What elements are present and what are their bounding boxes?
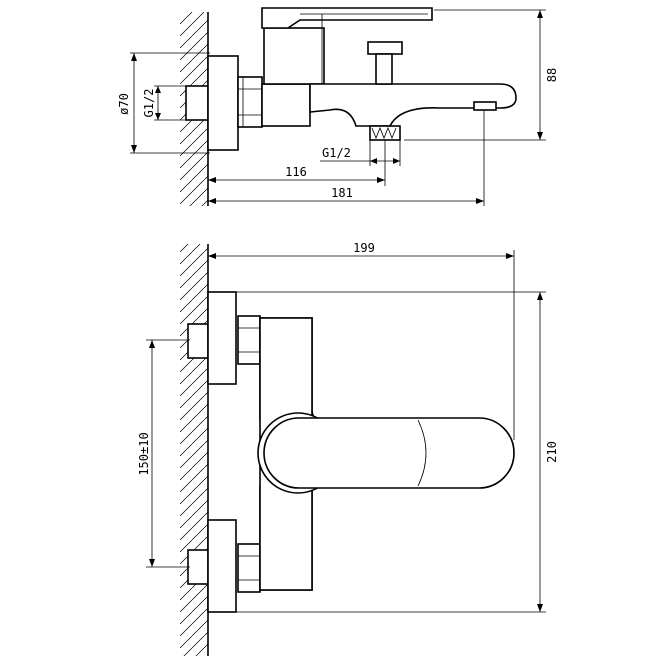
dim-inlet-thread-label: G1/2	[142, 89, 156, 118]
front-view: 199 210 150±10	[137, 241, 559, 656]
side-escutcheon	[207, 55, 239, 151]
side-diverter-knob	[367, 41, 403, 85]
dim-inlet-spacing: 150±10	[137, 339, 190, 568]
dim-inlet-thread: G1/2	[142, 85, 190, 121]
side-hex-nut	[237, 76, 263, 128]
dim-front-height: 210	[236, 291, 559, 613]
side-spout-aerator	[473, 101, 497, 111]
side-lever-handle	[261, 7, 433, 84]
dim-wall-diameter-label: ø70	[117, 93, 131, 115]
dim-depth-outlet: 116	[207, 140, 386, 206]
front-wall-hatch	[180, 244, 209, 656]
side-body-connector	[261, 83, 311, 127]
dim-width: 199	[207, 241, 515, 440]
dim-outlet-thread-label: G1/2	[322, 146, 351, 160]
front-lever-inner-line	[417, 419, 427, 487]
front-lower-inlet	[187, 519, 261, 613]
side-faucet-column	[263, 27, 325, 85]
dim-depth-spout-label: 181	[331, 186, 353, 200]
side-spout	[309, 83, 517, 127]
dim-front-height-label: 210	[545, 441, 559, 463]
dim-width-label: 199	[353, 241, 375, 255]
front-upper-inlet	[187, 291, 261, 385]
dim-height-label: 88	[545, 68, 559, 82]
dim-wall-diameter: ø70	[117, 52, 210, 154]
side-inlet-pipe	[185, 85, 209, 121]
dim-depth-outlet-label: 116	[285, 165, 307, 179]
dim-outlet-thread: G1/2	[320, 140, 401, 166]
front-lever-handle	[263, 417, 515, 489]
dim-inlet-spacing-label: 150±10	[137, 432, 151, 475]
dim-depth-spout: 181	[208, 110, 485, 206]
side-outlet-thread	[369, 125, 401, 141]
side-view: ø70 G1/2 88 G1/2	[117, 7, 559, 206]
dim-height: 88	[404, 9, 559, 141]
